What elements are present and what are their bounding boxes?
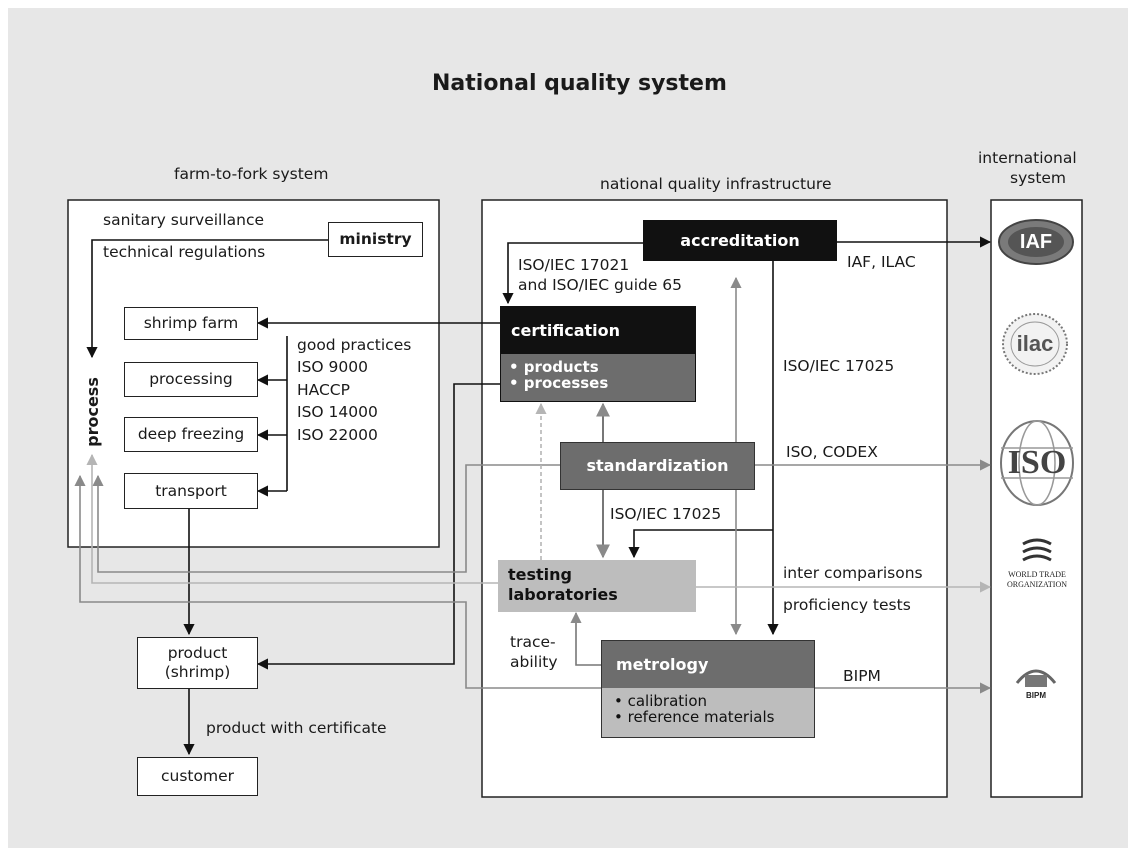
standardization-box: standardization (560, 442, 755, 490)
ministry-to-process-arrow (86, 239, 328, 359)
ministry-box: ministry (328, 222, 423, 257)
step-transport: transport (124, 473, 258, 509)
process-label: process (82, 377, 102, 447)
traceability-label-1: trace- (510, 633, 556, 651)
laboratories-label: laboratories (508, 585, 618, 604)
product-box: product (shrimp) (137, 637, 258, 689)
nqi-section-label: national quality infrastructure (600, 175, 832, 193)
iso-logo: ISO (996, 418, 1078, 508)
iso17025-right-label: ISO/IEC 17025 (783, 357, 895, 375)
intl-section-label-2: system (1010, 169, 1067, 187)
standardization-to-process-arrow (92, 464, 560, 573)
accreditation-to-certification-arrow (502, 242, 643, 305)
wto-logo-text-1: WORLD TRADE (1008, 570, 1066, 579)
technical-regulations-label: technical regulations (103, 243, 266, 261)
certification-items: • products • processes (501, 354, 695, 401)
cert-item-processes: • processes (509, 374, 609, 392)
iso-guide65-label: and ISO/IEC guide 65 (518, 276, 683, 294)
product-sub-label: (shrimp) (164, 663, 231, 681)
iso17025-mid-label: ISO/IEC 17025 (610, 505, 722, 523)
practice-iso14000: ISO 14000 (297, 403, 378, 421)
iaf-logo-text: IAF (1019, 230, 1053, 253)
ilac-logo-text: ilac (1016, 331, 1054, 356)
proficiency-tests-label: proficiency tests (783, 596, 911, 614)
intercomparisons-label: inter comparisons (783, 564, 923, 582)
step-shrimp-farm: shrimp farm (124, 307, 258, 340)
iso17021-label: ISO/IEC 17021 (518, 256, 630, 274)
intl-frame (990, 199, 1083, 798)
sanitary-surveillance-label: sanitary surveillance (103, 211, 265, 229)
metrology-to-testing-arrow (570, 611, 601, 666)
cert-item-products: • products (509, 358, 599, 376)
wto-logo-text-2: ORGANIZATION (1007, 580, 1067, 589)
metro-item-reference-materials: • reference materials (614, 708, 775, 726)
farm-section-label: farm-to-fork system (174, 165, 329, 183)
testing-to-process-arrow (86, 453, 498, 584)
product-with-certificate-label: product with certificate (206, 719, 387, 737)
step-processing: processing (124, 362, 258, 397)
traceability-label-2: ability (510, 653, 558, 671)
metrology-header: metrology (602, 641, 814, 688)
diagram-title: National quality system (432, 71, 727, 96)
testing-label: testing (508, 565, 572, 584)
iso-logo-text: ISO (1007, 444, 1067, 481)
iso-logo-mark (1000, 420, 1074, 506)
bipm-logo-text: BIPM (1026, 690, 1046, 700)
bipm-logo: BIPM (1006, 656, 1066, 706)
iso-codex-label: ISO, CODEX (786, 443, 878, 461)
iaf-logo-mark (998, 219, 1074, 265)
certification-box: certification • products • processes (500, 306, 696, 402)
practice-good-practices: good practices (297, 336, 412, 354)
ilac-logo-mark (1002, 313, 1068, 375)
step-deep-freezing: deep freezing (124, 417, 258, 452)
ilac-logo: ilac (1000, 312, 1070, 376)
metro-item-calibration: • calibration (614, 692, 708, 710)
practice-iso9000: ISO 9000 (297, 358, 368, 376)
wto-logo: WORLD TRADE ORGANIZATION (996, 528, 1078, 598)
testing-laboratories-box: testing laboratories (498, 560, 696, 612)
iaf-logo: IAF (996, 218, 1076, 266)
practice-haccp: HACCP (297, 381, 350, 399)
intl-section-label-1: international (978, 149, 1077, 167)
wto-logo-mark (1022, 538, 1052, 562)
practice-iso22000: ISO 22000 (297, 426, 378, 444)
metrology-box: metrology • calibration • reference mate… (601, 640, 815, 738)
accreditation-to-testing-arrow (628, 529, 773, 559)
bipm-logo-mark (1015, 669, 1057, 687)
certification-header: certification (501, 307, 695, 354)
customer-box: customer (137, 757, 258, 796)
iaf-ilac-label: IAF, ILAC (847, 253, 916, 271)
metrology-to-process-arrow (74, 474, 601, 689)
metrology-items: • calibration • reference materials (602, 688, 814, 737)
bipm-label: BIPM (843, 667, 881, 685)
accreditation-box: accreditation (643, 220, 837, 261)
product-label: product (167, 644, 228, 662)
certification-to-product-arrow (256, 383, 500, 670)
